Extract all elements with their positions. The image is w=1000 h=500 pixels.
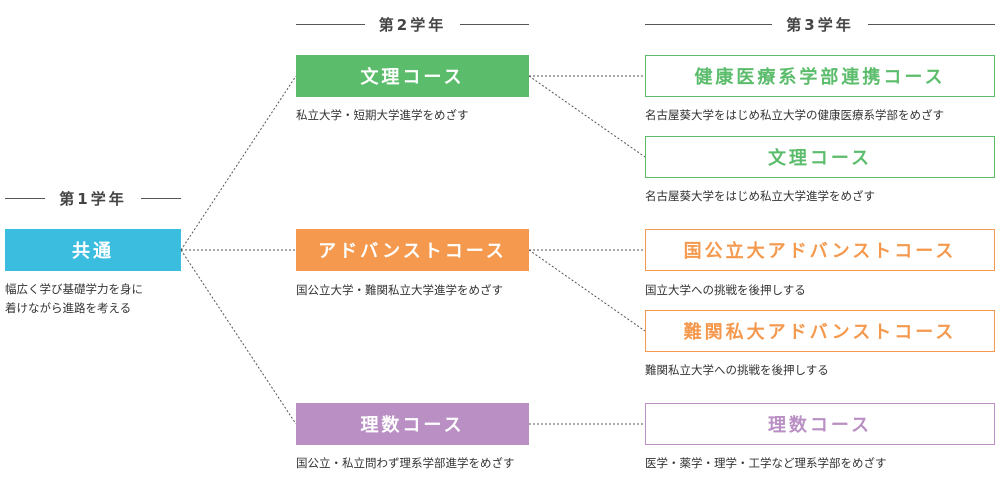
course-description-bunri-y2: 私立大学・短期大学進学をめざす — [296, 108, 469, 122]
course-name-bunri-y3: 文理コース — [767, 148, 873, 169]
course-name-kokkoritsu-y3: 国公立大アドバンストコース — [683, 241, 957, 262]
year3-heading: 第3学年 — [645, 14, 995, 34]
heading-rule-left — [296, 23, 365, 25]
year2-heading: 第2学年 — [296, 14, 529, 34]
course-description-risu-y2: 国公立・私立問わず理系学部進学をめざす — [296, 456, 515, 470]
course-description-nankan-y3: 難関私立大学への挑戦を後押しする — [645, 363, 829, 377]
heading-rule-right — [460, 23, 529, 25]
course-box-kenko-iryo-y3: 健康医療系学部連携コース — [645, 55, 995, 97]
course-name-risu-y2: 理数コース — [360, 415, 465, 436]
course-description-kenko-iryo-y3: 名古屋葵大学をはじめ私立大学の健康医療系学部をめざす — [645, 108, 944, 122]
course-name-kenko-iryo-y3: 健康医療系学部連携コース — [694, 67, 946, 88]
course-description-kokkoritsu-y3: 国立大学への挑戦を後押しする — [645, 283, 806, 297]
connector-common-to-bunri — [180, 75, 297, 251]
course-name-common: 共通 — [72, 241, 114, 262]
year1-heading: 第1学年 — [5, 188, 181, 208]
course-box-nankan-y3: 難関私大アドバンストコース — [645, 310, 995, 352]
course-box-advanced-y2: アドバンストコース — [296, 229, 529, 271]
course-description-advanced-y2: 国公立大学・難関私立大学進学をめざす — [296, 283, 503, 297]
course-description-common: 幅広く学び基礎学力を身に 着けながら進路を考える — [5, 280, 143, 318]
heading-rule-right — [867, 23, 995, 25]
course-box-common: 共通 — [5, 229, 181, 271]
heading-rule-left — [5, 197, 46, 199]
description-line-1: 幅広く学び基礎学力を身に — [5, 282, 143, 296]
description-line-2: 着けながら進路を考える — [5, 301, 132, 315]
heading-rule-left — [645, 23, 773, 25]
connector-bunri-to-bunri3 — [528, 75, 646, 158]
connector-common-to-risu — [180, 249, 297, 425]
year1-heading-text: 第1学年 — [59, 189, 127, 208]
connector-advanced-to-nankan — [528, 249, 646, 332]
year2-heading-text: 第2学年 — [378, 15, 447, 34]
course-box-bunri-y3: 文理コース — [645, 136, 995, 178]
course-box-risu-y3: 理数コース — [645, 403, 995, 445]
course-box-bunri-y2: 文理コース — [296, 55, 529, 97]
course-name-nankan-y3: 難関私大アドバンストコース — [683, 322, 957, 343]
course-box-risu-y2: 理数コース — [296, 403, 529, 445]
course-name-advanced-y2: アドバンストコース — [318, 241, 507, 262]
course-box-kokkoritsu-y3: 国公立大アドバンストコース — [645, 229, 995, 271]
course-description-risu-y3: 医学・薬学・理学・工学など理系学部をめざす — [645, 456, 887, 470]
course-name-bunri-y2: 文理コース — [360, 67, 465, 88]
course-description-bunri-y3: 名古屋葵大学をはじめ私立大学進学をめざす — [645, 189, 875, 203]
course-name-risu-y3: 理数コース — [767, 415, 873, 436]
heading-rule-right — [140, 197, 181, 199]
year3-heading-text: 第3学年 — [786, 15, 854, 34]
